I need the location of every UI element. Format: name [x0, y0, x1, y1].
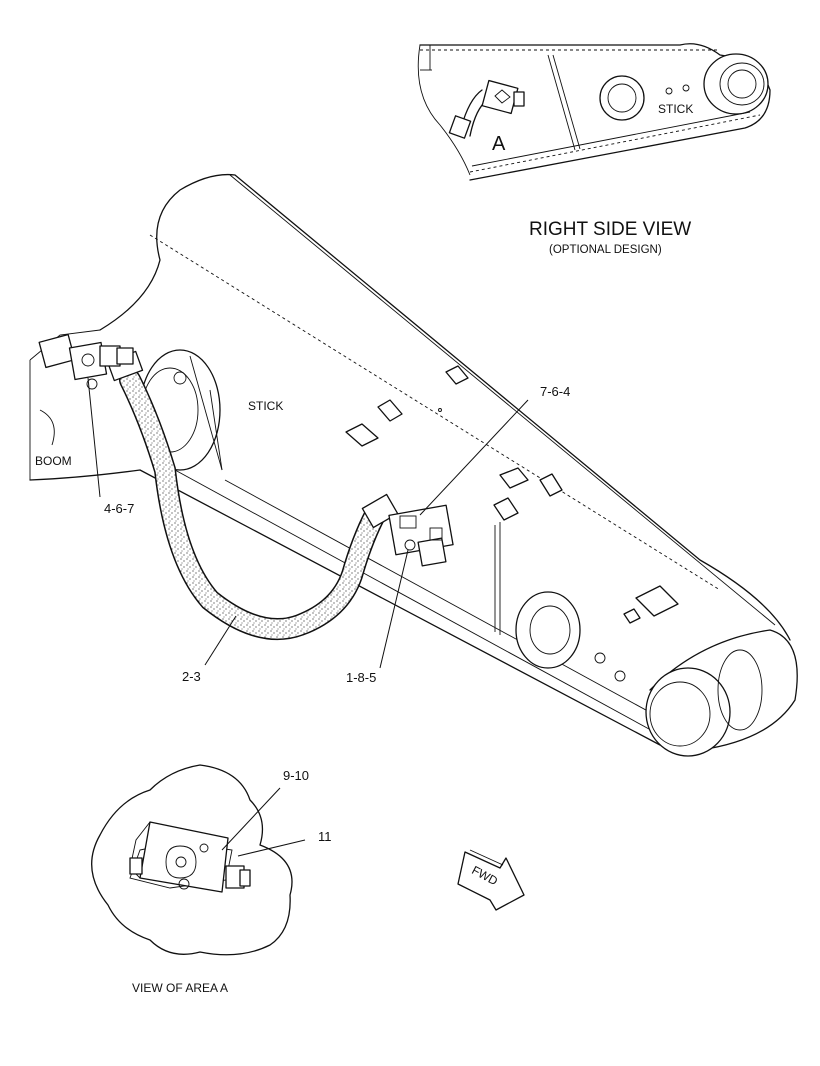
leader-11	[237, 839, 306, 857]
leader-2-3	[204, 615, 237, 666]
main-stick-label: STICK	[248, 399, 283, 413]
callout-9-10: 9-10	[283, 768, 309, 783]
area-a-caption: VIEW OF AREA A	[132, 981, 228, 995]
inset-area-marker: A	[492, 133, 506, 155]
right-side-view-subtitle: (OPTIONAL DESIGN)	[549, 244, 662, 256]
leader-4-6-7	[87, 377, 101, 498]
stick-main-view	[29, 173, 798, 757]
leader-1-8-5	[379, 549, 409, 669]
boom-side-connector	[38, 333, 134, 390]
area-a-detail-view	[91, 764, 293, 956]
leader-7-6-4	[419, 399, 529, 516]
callout-1-8-5: 1-8-5	[346, 670, 376, 685]
right-side-view-inset	[417, 43, 771, 181]
callout-2-3: 2-3	[182, 669, 201, 684]
leader-9-10	[221, 787, 281, 851]
callout-11: 11	[318, 829, 332, 844]
stick-side-valve	[388, 504, 454, 567]
inset-stick-label: STICK	[658, 102, 693, 116]
callout-4-6-7: 4-6-7	[104, 501, 134, 516]
callout-7-6-4: 7-6-4	[540, 384, 570, 399]
boom-label: BOOM	[35, 454, 72, 468]
right-side-view-title: RIGHT SIDE VIEW	[529, 219, 691, 240]
forward-direction-arrow: FWD	[457, 849, 525, 911]
